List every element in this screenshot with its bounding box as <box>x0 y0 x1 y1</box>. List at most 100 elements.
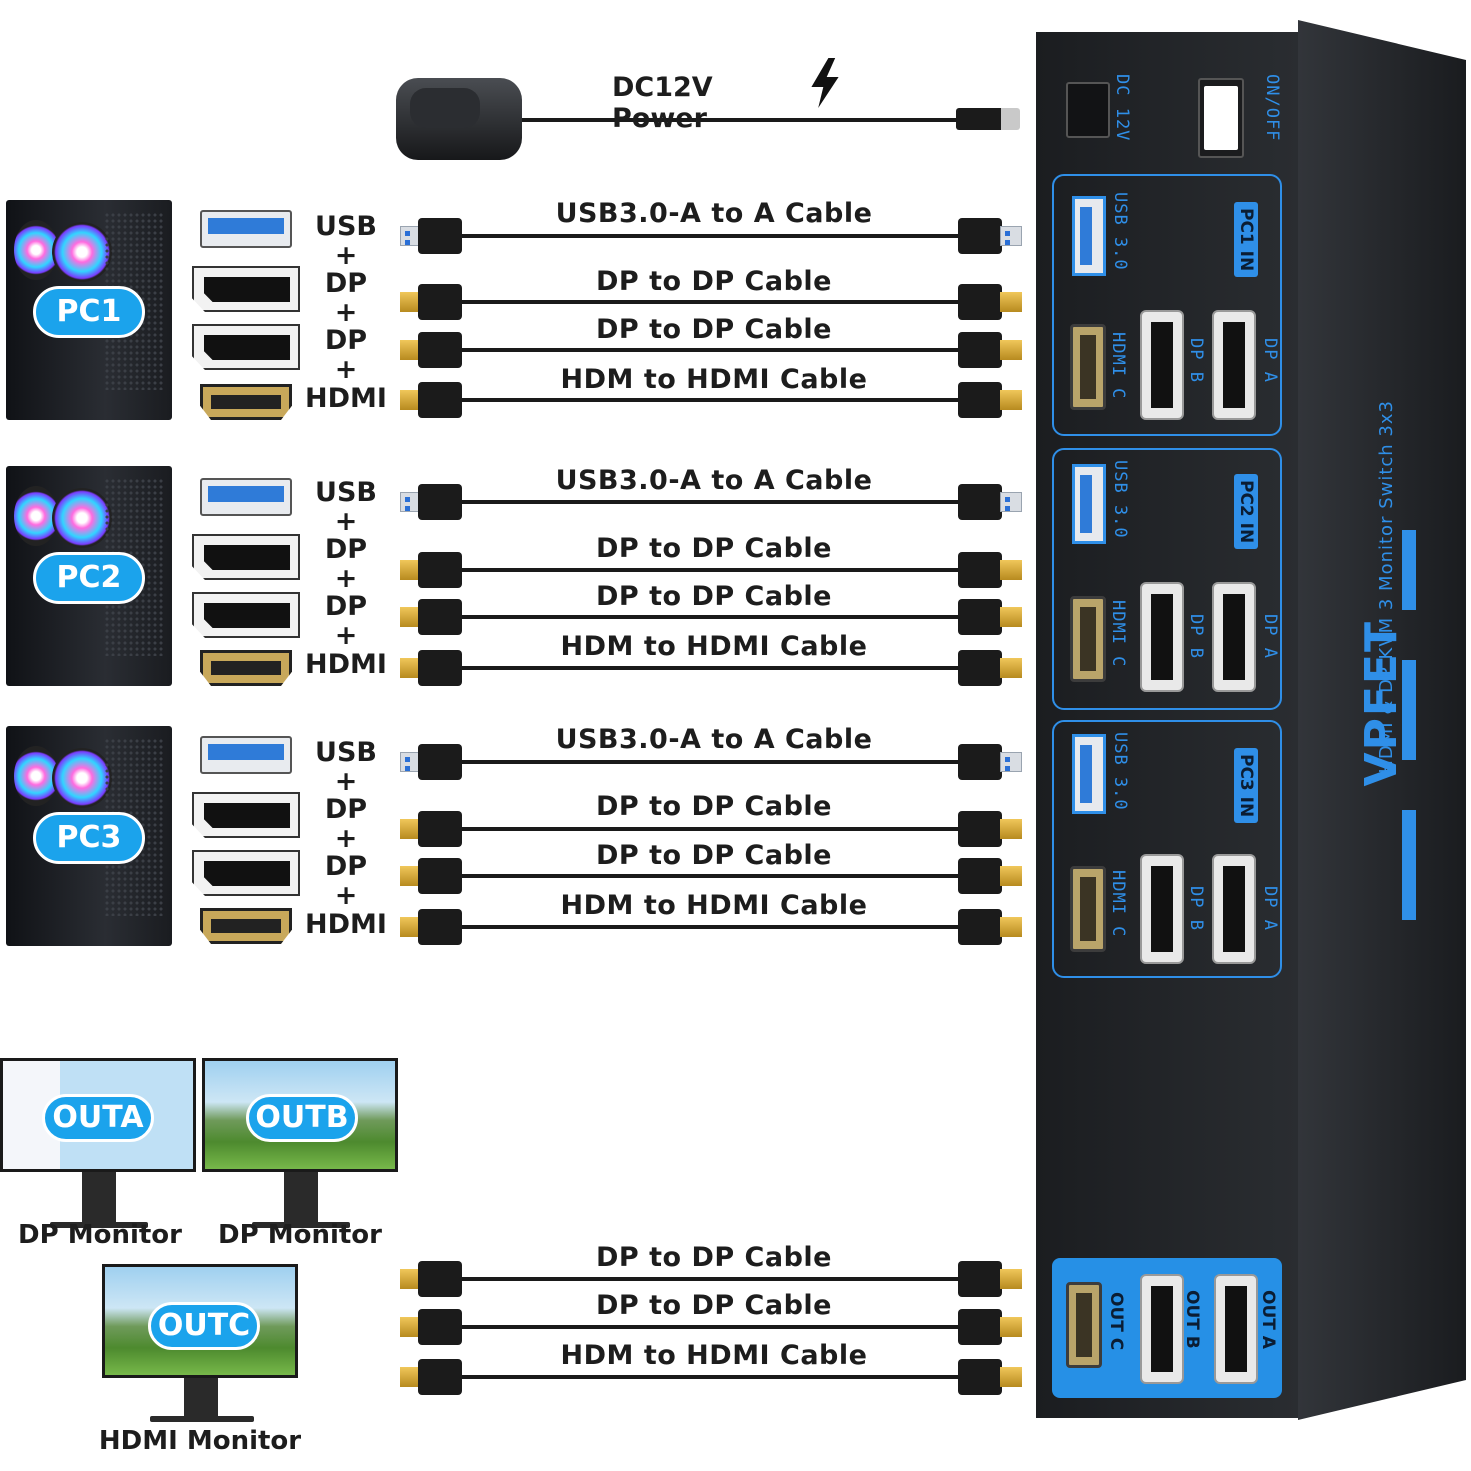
hdmi-plug-tip <box>1000 917 1022 937</box>
pc1-stack-item: DP <box>324 268 368 300</box>
usb-plug-icon <box>400 218 464 254</box>
plug-boot <box>418 744 462 780</box>
pc3-cable-label: HDM to HDMI Cable <box>560 890 868 921</box>
plug-boot <box>958 1309 1002 1345</box>
pc2-stack-item: + <box>334 505 358 537</box>
plug-boot <box>958 650 1002 686</box>
pc3-dp-port-1 <box>192 792 300 838</box>
pc3-stack-item: USB <box>315 737 377 768</box>
pc2-cable-label: USB3.0-A to A Cable <box>555 465 873 496</box>
hdmi-plug-icon <box>400 382 464 418</box>
hdmi-plug-icon <box>958 1359 1022 1395</box>
out-c-label: OUT C <box>1106 1292 1126 1351</box>
usb-plug-icon <box>958 744 1022 780</box>
dp-plug-icon <box>958 552 1022 588</box>
model-text: HDMI & DP KVM 3 Monitor Switch 3x3 <box>1376 400 1397 774</box>
dp-plug-icon <box>958 811 1022 847</box>
pc3-dpa-label: DP A <box>1260 886 1280 931</box>
plug-boot <box>418 1261 462 1297</box>
kvm-switch: DC 12V ON/OFF USB 3.0 PC1 IN HDMI C DP B… <box>1036 20 1466 1420</box>
usb-plug-icon <box>400 744 464 780</box>
dp-plug-icon <box>400 858 464 894</box>
pc1-dpb-port[interactable] <box>1140 310 1184 420</box>
hdmi-plug-tip <box>400 917 422 937</box>
power-switch-rocker <box>1204 86 1238 150</box>
plug-boot <box>418 858 462 894</box>
pc1-in-label: PC1 IN <box>1234 202 1258 278</box>
pc3-dpb-port[interactable] <box>1140 854 1184 964</box>
hdmi-plug-icon <box>400 650 464 686</box>
pc1-dp-cable <box>458 348 962 352</box>
monitor-name-c: HDMI Monitor <box>98 1426 302 1456</box>
pc3-hdmi-cable <box>458 925 962 929</box>
hdmi-plug-icon <box>958 909 1022 945</box>
pc1-dpa-label: DP A <box>1260 338 1280 383</box>
plug-boot <box>958 1261 1002 1297</box>
pc2-hdmi-port[interactable] <box>1070 596 1106 682</box>
pc3-usb-port[interactable] <box>1072 734 1106 814</box>
pc1-usb-cable <box>458 234 962 238</box>
pc1-cable-label: DP to DP Cable <box>596 266 832 297</box>
plug-boot <box>418 552 462 588</box>
pc2-dpb-port[interactable] <box>1140 582 1184 692</box>
plug-boot <box>958 858 1002 894</box>
pc2-usb-label: USB 3.0 <box>1110 460 1130 539</box>
model-tag-hdmi <box>1402 810 1416 920</box>
pc3-hdmi-port[interactable] <box>1070 866 1106 952</box>
dp-plug-icon <box>400 811 464 847</box>
pc1-usb-port[interactable] <box>1072 196 1106 276</box>
pc1-input-group <box>1052 174 1282 436</box>
out-b-label: OUT B <box>1182 1290 1202 1349</box>
model-tag-usb <box>1402 530 1416 610</box>
usb-plug-icon <box>958 218 1022 254</box>
pc3-dp-cable <box>458 874 962 878</box>
plug-boot <box>958 484 1002 520</box>
pc2-dpa-port[interactable] <box>1212 582 1256 692</box>
out-c-hdmi-port[interactable] <box>1066 1282 1102 1368</box>
pc1-hdmi-port[interactable] <box>1070 324 1106 410</box>
pc1-dpa-port[interactable] <box>1212 310 1256 420</box>
out-badge-c: OUTC <box>148 1302 260 1350</box>
out-a-label: OUT A <box>1258 1290 1278 1349</box>
power-adapter <box>396 78 522 160</box>
pc2-badge: PC2 <box>33 552 145 604</box>
dp-plug-icon <box>400 599 464 635</box>
pc1-stack-item: USB <box>315 211 377 242</box>
pc1-hdmi-cable <box>458 398 962 402</box>
dp-plug-tip <box>1000 560 1022 580</box>
dp-plug-tip <box>400 819 422 839</box>
pc3-stack-item: DP <box>324 794 368 826</box>
pc2-usb-port[interactable] <box>1072 464 1106 544</box>
pc1-cable-label: HDM to HDMI Cable <box>560 364 868 395</box>
dc-label: DC 12V <box>1112 74 1132 142</box>
pc3-cable-label: DP to DP Cable <box>596 791 832 822</box>
dp-plug-icon <box>958 332 1022 368</box>
pc3-usb-label: USB 3.0 <box>1110 732 1130 811</box>
dp-plug-icon <box>400 332 464 368</box>
out-b-dp-port[interactable] <box>1140 1274 1184 1384</box>
pc2-dp-cable <box>458 615 962 619</box>
fan-icon <box>14 220 58 280</box>
out-dp-cable <box>458 1277 962 1281</box>
plug-boot <box>958 382 1002 418</box>
usb-plug-icon <box>958 484 1022 520</box>
monitor-name-b: DP Monitor <box>218 1220 382 1250</box>
model-tag-dp <box>1402 660 1416 760</box>
pc2-stack-item: HDMI <box>305 648 387 680</box>
pc1-dpb-label: DP B <box>1186 338 1206 383</box>
plug-boot <box>958 811 1002 847</box>
fan-icon <box>14 746 58 806</box>
pc2-stack-item: USB <box>315 477 377 508</box>
pc3-hdmi-label: HDMI C <box>1108 870 1128 938</box>
out-a-dp-port[interactable] <box>1214 1274 1258 1384</box>
pc2-dpb-label: DP B <box>1186 614 1206 659</box>
dp-plug-tip <box>400 866 422 886</box>
pc1-cable-label: USB3.0-A to A Cable <box>555 198 873 229</box>
hdmi-plug-tip <box>400 1367 422 1387</box>
plug-boot <box>958 1359 1002 1395</box>
pc3-in-label: PC3 IN <box>1234 748 1258 824</box>
dp-plug-icon <box>400 552 464 588</box>
dp-plug-tip <box>400 340 422 360</box>
dp-plug-icon <box>958 1261 1022 1297</box>
pc3-dpa-port[interactable] <box>1212 854 1256 964</box>
